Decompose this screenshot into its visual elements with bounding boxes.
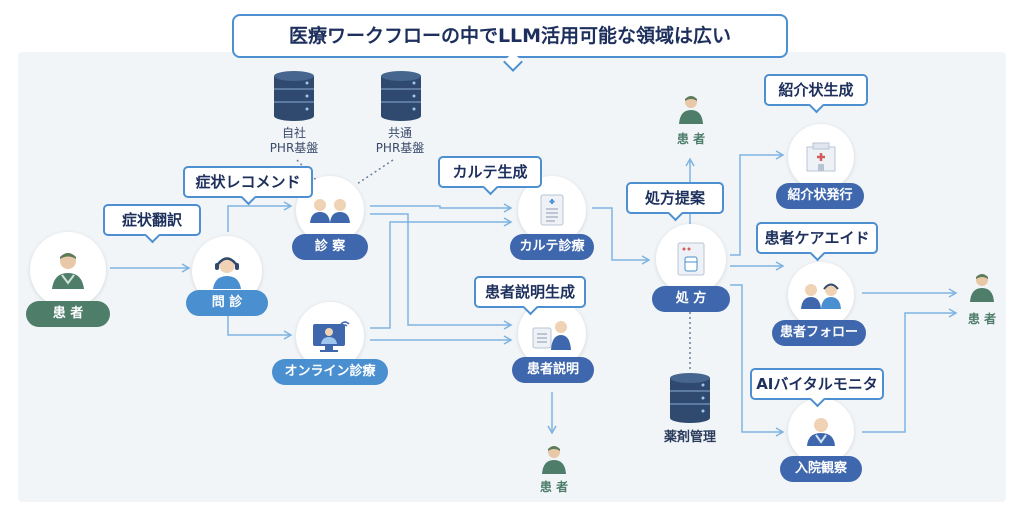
callout-symptom-translation: 症状翻訳 — [103, 204, 201, 236]
dotted-shared-platform — [356, 159, 394, 185]
prescription-pill[interactable]: 処 方 — [652, 286, 730, 312]
doctors-icon — [310, 199, 350, 223]
interview-pill[interactable]: 問 診 — [186, 290, 268, 316]
patient-icon — [970, 274, 994, 302]
patient-start-pill[interactable]: 患 者 — [26, 301, 110, 327]
patient-explanation-pill[interactable]: 患者説明 — [512, 357, 594, 383]
patient-icon — [679, 96, 703, 124]
online-consultation-node — [296, 302, 364, 370]
arrow-karte-prescription — [592, 207, 651, 265]
document-icon — [540, 194, 564, 226]
patient-icon — [542, 446, 566, 474]
callout-symptom-recommend: 症状レコメンド — [183, 166, 313, 198]
shared-platform-label: 共通 PHR基盤 — [375, 126, 425, 155]
pharmacy-label: 薬剤管理 — [663, 430, 716, 445]
callout-ai-vital-monitor: AIバイタルモニタ — [750, 368, 884, 400]
arrow-inpatient-end — [862, 308, 958, 433]
arrow-consult-explain — [370, 213, 513, 330]
operator-icon — [213, 257, 241, 289]
patient-node — [30, 232, 106, 308]
referral-node — [788, 124, 854, 190]
inpatient-icon — [807, 418, 835, 446]
care-staff-icon — [801, 283, 841, 309]
own-platform-label: 自社 PHR基盤 — [269, 126, 319, 155]
monitor-icon — [313, 321, 350, 352]
referral-pill[interactable]: 紹介状発行 — [776, 183, 864, 209]
arrow-prescription-referral — [730, 150, 785, 256]
arrow-prescription-inpatient — [730, 284, 785, 437]
explain-doctor-icon — [532, 321, 571, 350]
prescription-node — [656, 224, 726, 294]
arrow-consult-karte — [370, 203, 513, 213]
inpatient-pill[interactable]: 入院観察 — [780, 456, 862, 482]
callout-patient-care-aid: 患者ケアエイド — [756, 222, 878, 254]
karte-pill[interactable]: カルテ診療 — [510, 234, 594, 260]
inpatient-node — [788, 398, 854, 464]
patient-label-end: 患 者 — [967, 312, 997, 326]
callout-referral-generation: 紹介状生成 — [764, 74, 868, 106]
online-consultation-pill[interactable]: オンライン診療 — [272, 359, 388, 385]
callout-karte-generation: カルテ生成 — [438, 156, 542, 188]
callout-prescription-proposal: 処方提案 — [626, 182, 724, 214]
patient-label-bottom: 患 者 — [539, 480, 569, 494]
arrow-interview-consultation — [227, 201, 293, 232]
database-icon — [274, 71, 314, 121]
consultation-pill[interactable]: 診 察 — [292, 234, 368, 260]
patient-follow-node — [788, 262, 854, 328]
callout-patient-explanation-generation: 患者説明生成 — [474, 276, 586, 308]
patient-follow-pill[interactable]: 患者フォロー — [772, 320, 866, 346]
arrow-online-karte — [370, 217, 513, 329]
patient-label-top: 患 者 — [676, 132, 706, 146]
database-icon — [670, 373, 710, 423]
database-icon — [381, 71, 421, 121]
patient-icon — [52, 253, 84, 289]
hospital-icon — [806, 142, 836, 172]
diagram-title: 医療ワークフローの中でLLM活用可能な領域は広い — [232, 14, 788, 58]
prescription-icon — [677, 242, 705, 276]
